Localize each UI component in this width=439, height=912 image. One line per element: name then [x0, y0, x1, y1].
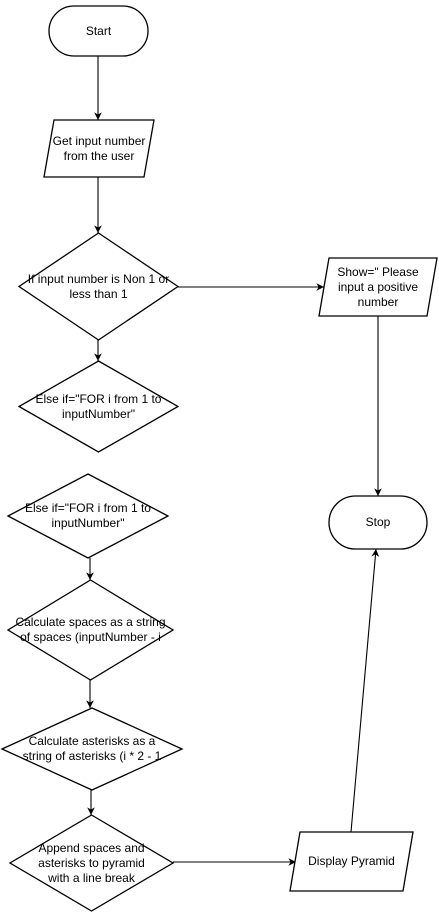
node-calc-spaces-shape [6, 579, 175, 681]
edge-display-to-stop [350, 548, 380, 833]
node-show-msg-shape [318, 257, 438, 317]
node-append-label: Append spaces and asterisks to pyramid w… [38, 840, 145, 885]
node-else-if-1-shape [17, 360, 180, 453]
node-else-if-1-label: Else if="FOR i from 1 to inputNumber" [35, 391, 162, 421]
node-calc-asterisks-label: Calculate asterisks as a string of aster… [22, 734, 162, 763]
node-else-if-2-shape [6, 473, 170, 559]
node-check-input-label: If input number is Non 1 or less than 1 [27, 271, 170, 301]
node-calc-spaces-label: Calculate spaces as a string of spaces (… [15, 615, 166, 644]
node-calc-asterisks-shape [0, 707, 184, 791]
node-check-input-shape [17, 232, 180, 341]
node-display-label: Display Pyramid [308, 854, 395, 868]
node-start-shape [48, 5, 149, 57]
node-stop-label: Stop [365, 515, 391, 529]
node-get-input-shape [43, 119, 155, 178]
node-display-shape [289, 831, 414, 892]
node-stop-shape [328, 495, 428, 550]
node-show-msg-label: Show=" Please input a positive number [337, 264, 419, 309]
node-get-input-label: Get input number from the user [52, 133, 146, 163]
node-append-shape [8, 814, 175, 912]
node-else-if-2-label: Else if="FOR i from 1 to inputNumber" [25, 501, 151, 530]
node-start-label: Start [85, 23, 112, 38]
